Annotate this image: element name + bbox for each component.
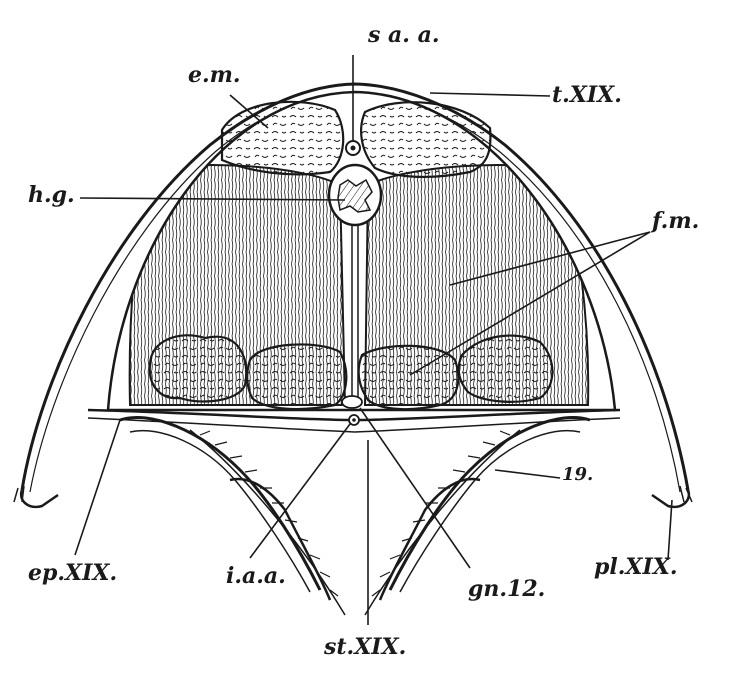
label-tergum-xix: t.XIX.	[552, 84, 622, 106]
left-epimeron	[21, 490, 58, 507]
label-flexor-muscle: f.m.	[652, 210, 699, 232]
label-ganglion-12: gn.12.	[468, 578, 545, 600]
lower-right-muscle-lobe-outer	[459, 336, 553, 402]
label-superior-abdominal-artery: s a. a.	[368, 24, 440, 46]
label-segment-19: 19.	[562, 466, 593, 484]
hind-gut-lumen	[338, 180, 372, 212]
nerve-ganglion-12	[342, 396, 362, 408]
left-extensor-muscle	[222, 102, 343, 175]
label-epimeron-xix: ep.XIX.	[28, 562, 117, 584]
right-extensor-muscle	[361, 102, 490, 177]
label-hind-gut: h.g.	[28, 184, 75, 206]
label-extensor-muscle: e.m.	[188, 64, 241, 86]
label-inferior-abdominal-artery: i.a.a.	[226, 565, 286, 587]
lower-left-muscle-lobe-outer	[150, 335, 246, 401]
label-sternum-xix: st.XIX.	[324, 636, 406, 658]
lower-left-muscle-lobe-inner	[247, 344, 346, 409]
label-pleuron-xix: pl.XIX.	[594, 556, 678, 578]
